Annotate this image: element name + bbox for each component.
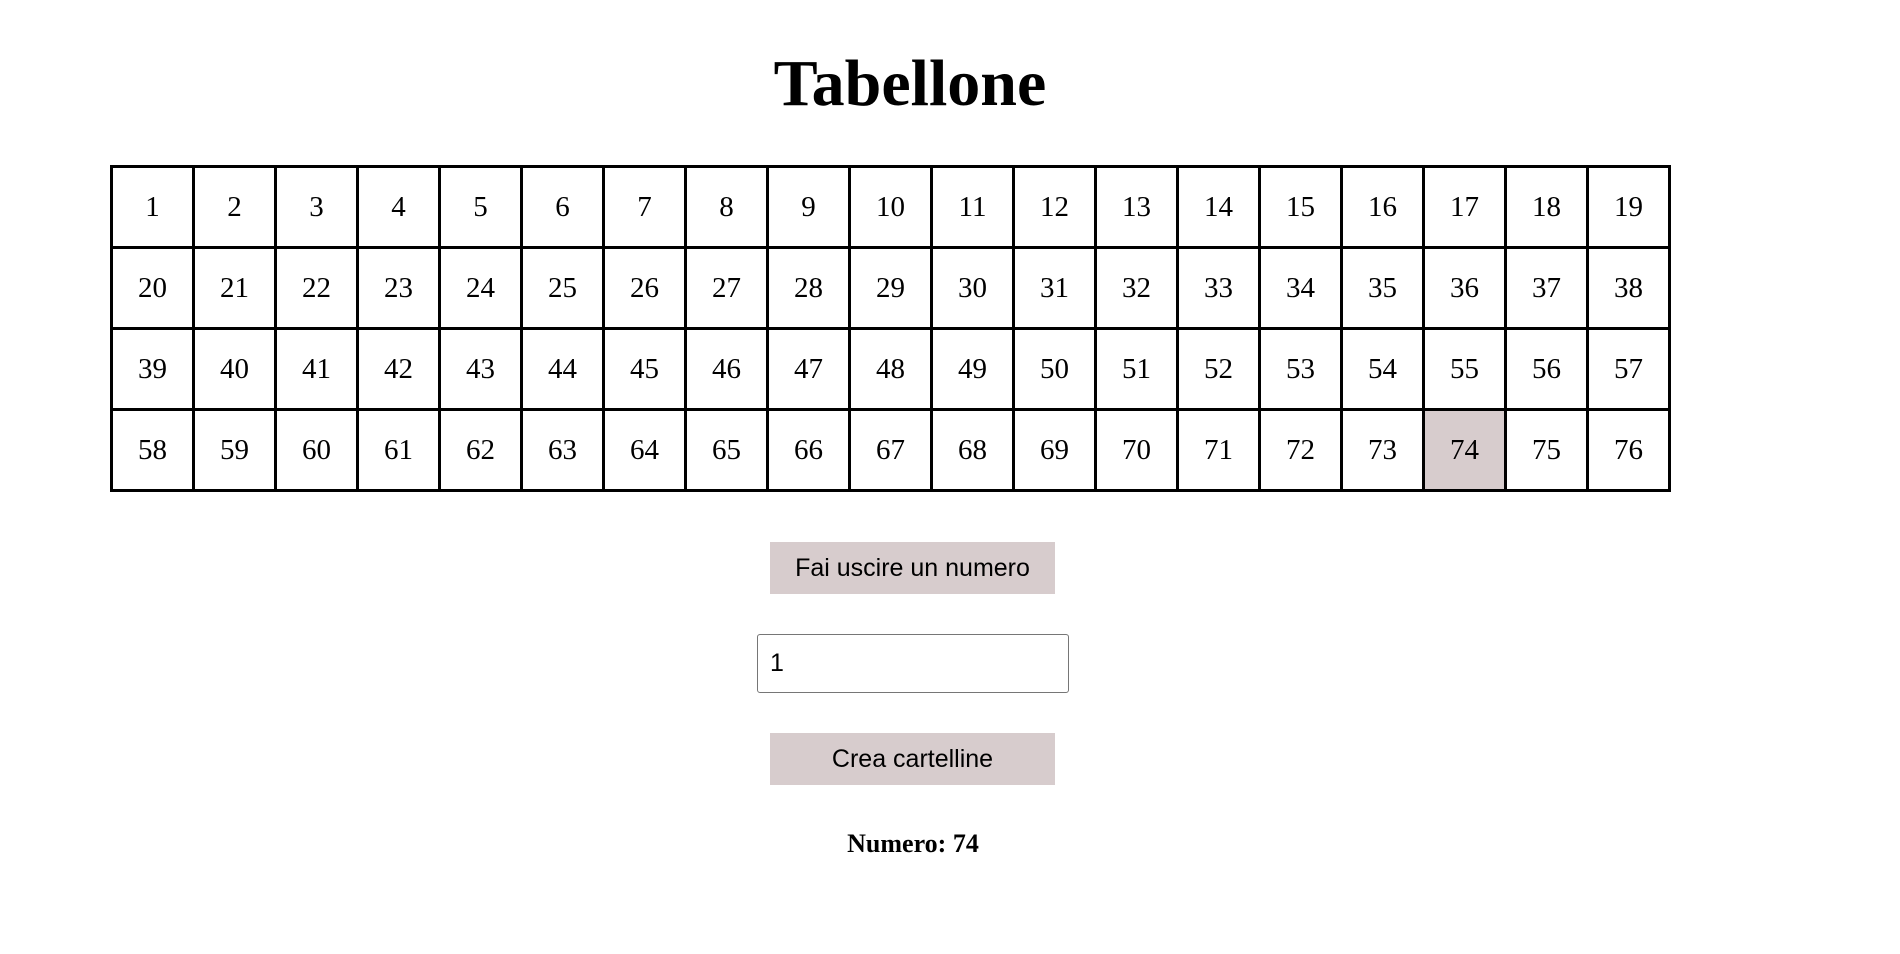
board-cell: 9 (766, 165, 851, 249)
board-cell: 24 (438, 246, 523, 330)
board-cell: 34 (1258, 246, 1343, 330)
board-cell: 51 (1094, 327, 1179, 411)
board-cell: 35 (1340, 246, 1425, 330)
board-cell: 10 (848, 165, 933, 249)
board-cell: 70 (1094, 408, 1179, 492)
draw-number-button[interactable]: Fai uscire un numero (770, 542, 1055, 594)
board-cell: 76 (1586, 408, 1671, 492)
board-cell: 38 (1586, 246, 1671, 330)
board-cell: 39 (110, 327, 195, 411)
board-cell: 73 (1340, 408, 1425, 492)
board-cell: 57 (1586, 327, 1671, 411)
board-cell: 40 (192, 327, 277, 411)
board-cell: 23 (356, 246, 441, 330)
create-cards-button[interactable]: Crea cartelline (770, 733, 1055, 785)
board-cell: 71 (1176, 408, 1261, 492)
board-cell: 52 (1176, 327, 1261, 411)
board-cell: 4 (356, 165, 441, 249)
board-cell: 66 (766, 408, 851, 492)
board-cell: 69 (1012, 408, 1097, 492)
board-cell: 29 (848, 246, 933, 330)
board-cell: 42 (356, 327, 441, 411)
board-cell: 2 (192, 165, 277, 249)
board-cell: 48 (848, 327, 933, 411)
board-cell: 49 (930, 327, 1015, 411)
board-cell: 44 (520, 327, 605, 411)
board-cell: 53 (1258, 327, 1343, 411)
board-cell: 1 (110, 165, 195, 249)
board-cell: 17 (1422, 165, 1507, 249)
board-cell: 67 (848, 408, 933, 492)
board-cell: 22 (274, 246, 359, 330)
board-cell: 3 (274, 165, 359, 249)
board-cell: 68 (930, 408, 1015, 492)
board-cell: 60 (274, 408, 359, 492)
board-cell: 32 (1094, 246, 1179, 330)
board-cell: 43 (438, 327, 523, 411)
board-cell: 46 (684, 327, 769, 411)
board-cell: 75 (1504, 408, 1589, 492)
board-cell: 72 (1258, 408, 1343, 492)
board-cell: 30 (930, 246, 1015, 330)
board-cell: 41 (274, 327, 359, 411)
board-cell: 61 (356, 408, 441, 492)
board-cell: 59 (192, 408, 277, 492)
board-cell: 14 (1176, 165, 1261, 249)
board-cell: 36 (1422, 246, 1507, 330)
board-cell: 27 (684, 246, 769, 330)
board-cell: 31 (1012, 246, 1097, 330)
board-cell: 33 (1176, 246, 1261, 330)
board-cell: 25 (520, 246, 605, 330)
board-cell: 16 (1340, 165, 1425, 249)
board-cell: 5 (438, 165, 523, 249)
board-cell: 47 (766, 327, 851, 411)
board-cell: 58 (110, 408, 195, 492)
board-cell: 54 (1340, 327, 1425, 411)
board-cell: 37 (1504, 246, 1589, 330)
board-cell: 65 (684, 408, 769, 492)
board-cell: 6 (520, 165, 605, 249)
board-cell: 74 (1422, 408, 1507, 492)
board-cell: 64 (602, 408, 687, 492)
board-cell: 26 (602, 246, 687, 330)
drawn-number-display: Numero: 74 (847, 829, 979, 858)
board-cell: 20 (110, 246, 195, 330)
board-cell: 45 (602, 327, 687, 411)
board-cell: 13 (1094, 165, 1179, 249)
board-cell: 21 (192, 246, 277, 330)
page-title: Tabellone (773, 47, 1047, 120)
board-cell: 8 (684, 165, 769, 249)
board-cell: 18 (1504, 165, 1589, 249)
card-count-input[interactable] (757, 634, 1069, 693)
board-cell: 28 (766, 246, 851, 330)
board-cell: 7 (602, 165, 687, 249)
board-cell: 63 (520, 408, 605, 492)
board-cell: 50 (1012, 327, 1097, 411)
board-cell: 12 (1012, 165, 1097, 249)
board-cell: 55 (1422, 327, 1507, 411)
board-cell: 15 (1258, 165, 1343, 249)
board-cell: 62 (438, 408, 523, 492)
board-cell: 19 (1586, 165, 1671, 249)
board-cell: 11 (930, 165, 1015, 249)
board-cell: 56 (1504, 327, 1589, 411)
